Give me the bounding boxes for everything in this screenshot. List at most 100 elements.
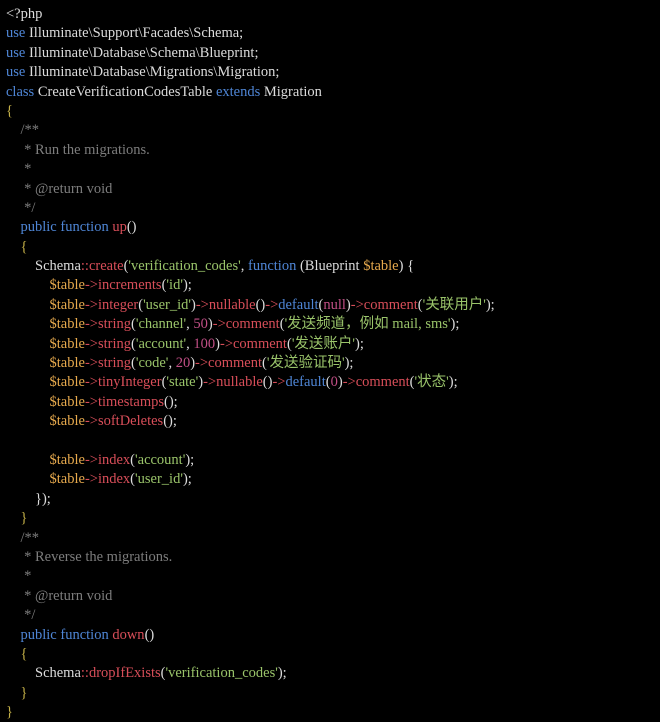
code-line: */	[6, 606, 660, 625]
code-token-string: 'verification_codes'	[128, 258, 241, 275]
code-token-string: 'user_id'	[135, 471, 183, 488]
code-token-plain: ,	[186, 335, 194, 352]
code-line: $table->softDeletes();	[6, 412, 660, 431]
code-token-string: 'account'	[135, 451, 186, 468]
code-token-variable: $table	[49, 451, 85, 468]
code-token-method: comment	[355, 374, 410, 391]
code-token-string: '状态'	[414, 374, 449, 391]
code-token-operator: ->	[195, 355, 209, 372]
code-token-plain: (	[161, 277, 167, 294]
code-token-string: 'code'	[135, 355, 169, 372]
code-token-plain: );	[485, 296, 495, 313]
code-token-operator: ::	[80, 665, 89, 682]
code-token-plain: )	[207, 316, 213, 333]
code-token-keyword: class	[6, 83, 35, 100]
code-token-keyword: extends	[215, 83, 261, 100]
code-token-operator: ->	[219, 335, 233, 352]
code-token-plain: ()	[144, 626, 155, 643]
code-token-method: integer	[97, 296, 139, 313]
code-token-operator: ->	[84, 451, 98, 468]
code-token-plain: );	[277, 665, 287, 682]
code-token-plain	[6, 685, 21, 701]
code-token-plain	[6, 394, 50, 410]
code-token-method: string	[97, 355, 131, 372]
code-token-plain: });	[6, 490, 51, 507]
code-line: Schema::dropIfExists('verification_codes…	[6, 664, 660, 683]
code-line: use Illuminate\Database\Migrations\Migra…	[6, 63, 660, 82]
code-token-method: timestamps	[97, 393, 165, 410]
code-token-string: 'channel'	[135, 316, 187, 333]
code-token-plain	[6, 355, 50, 371]
code-line: }	[6, 509, 660, 528]
code-token-plain: );	[182, 277, 192, 294]
code-token-number: 100	[193, 335, 216, 352]
code-token-plain: );	[344, 355, 354, 372]
code-line	[6, 432, 660, 451]
code-token-string: 'verification_codes'	[165, 665, 278, 682]
code-token-method: softDeletes	[97, 413, 164, 430]
code-token-plain: ();	[163, 413, 177, 430]
code-token-plain: ()	[262, 374, 273, 391]
code-token-plain: (	[318, 296, 324, 313]
code-token-plain: (Blueprint	[296, 258, 364, 275]
code-token-variable: $table	[49, 316, 85, 333]
code-token-number: 0	[330, 374, 338, 391]
code-line: * Reverse the migrations.	[6, 548, 660, 567]
code-line: /**	[6, 121, 660, 140]
code-token-plain: ) {	[398, 258, 415, 275]
code-token-variable: $table	[363, 258, 399, 275]
code-token-comment: *	[6, 568, 32, 585]
code-token-number: null	[323, 296, 346, 313]
code-token-method: increments	[97, 277, 162, 294]
code-token-plain: (	[130, 335, 136, 352]
code-token-method: comment	[233, 335, 287, 352]
code-token-plain: (	[409, 374, 415, 391]
code-token-comment: /**	[6, 529, 40, 546]
code-token-plain	[6, 297, 50, 313]
code-token-plain	[6, 646, 21, 662]
code-token-plain: )	[215, 335, 220, 352]
code-token-plain: <?php	[6, 6, 43, 22]
code-token-method: down	[112, 626, 145, 643]
code-token-brace: {	[20, 645, 28, 662]
code-line: class CreateVerificationCodesTable exten…	[6, 83, 660, 102]
code-token-string: '发送账户'	[291, 335, 356, 352]
code-token-plain: );	[450, 316, 460, 333]
code-token-plain: (	[286, 335, 292, 352]
code-token-operator: ->	[212, 316, 226, 333]
code-token-method: up	[112, 219, 127, 236]
code-token-comment: */	[6, 199, 36, 216]
code-token-method: nullable	[216, 374, 263, 391]
code-line: $table->index('user_id');	[6, 470, 660, 489]
code-token-plain: (	[130, 355, 136, 372]
code-token-variable: $table	[49, 277, 85, 294]
code-line: public function down()	[6, 626, 660, 645]
code-token-plain	[6, 413, 50, 429]
code-token-method: index	[97, 451, 131, 468]
code-token-comment: */	[6, 607, 36, 624]
code-token-operator: ->	[350, 296, 364, 313]
code-token-method: dropIfExists	[88, 665, 161, 682]
code-token-keyword: default	[285, 374, 326, 391]
code-token-plain	[6, 239, 21, 255]
code-line: Schema::create('verification_codes', fun…	[6, 257, 660, 276]
code-token-plain: Illuminate\Support\Facades\Schema;	[25, 25, 244, 42]
code-line: use Illuminate\Database\Schema\Blueprint…	[6, 44, 660, 63]
code-token-variable: $table	[49, 296, 85, 313]
code-token-keyword: function	[248, 258, 297, 275]
code-token-method: comment	[363, 296, 418, 313]
code-line: $table->index('account');	[6, 451, 660, 470]
code-token-method: string	[97, 316, 131, 333]
code-token-plain: ,	[186, 316, 194, 333]
code-token-method: string	[97, 335, 131, 352]
code-token-variable: $table	[49, 393, 85, 410]
code-token-plain: ();	[164, 393, 178, 410]
code-token-plain: );	[355, 335, 364, 352]
code-token-operator: ->	[265, 296, 279, 313]
code-token-plain: (	[262, 355, 267, 372]
code-token-brace: }	[20, 684, 28, 701]
code-token-plain: );	[448, 374, 458, 391]
code-line: * @return void	[6, 587, 660, 606]
code-token-variable: $table	[49, 355, 85, 372]
